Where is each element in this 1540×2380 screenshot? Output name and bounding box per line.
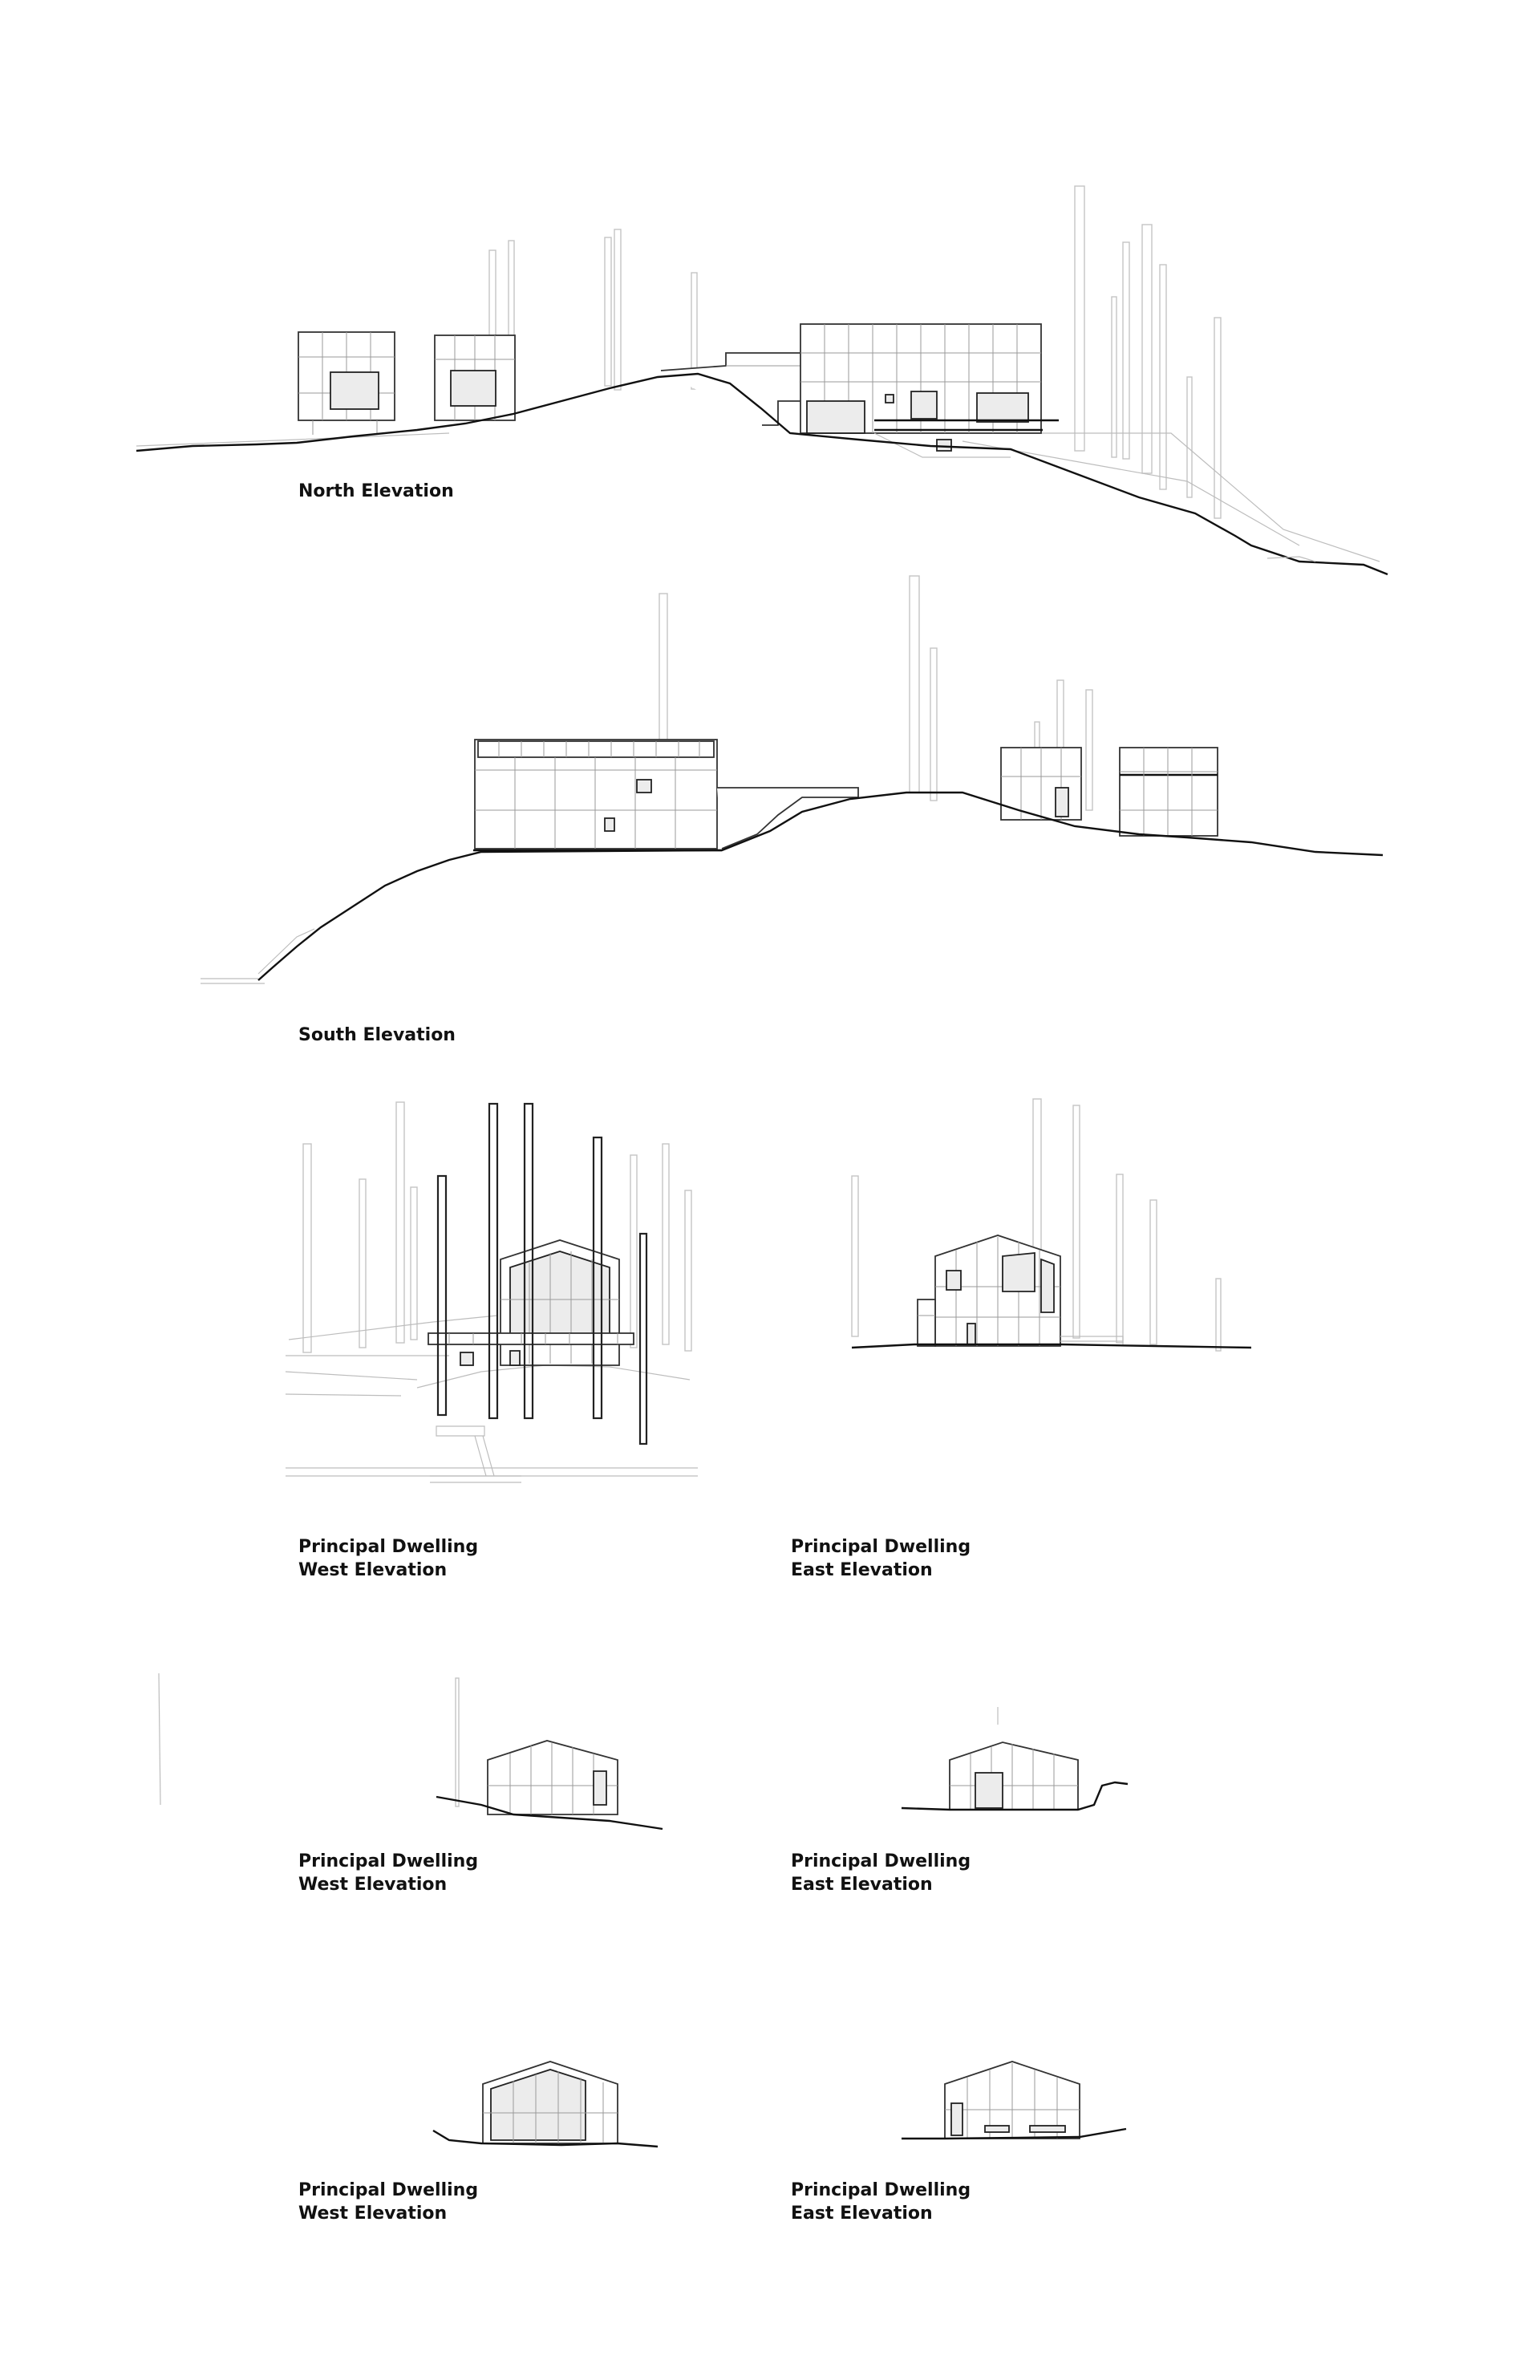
pd1-west-deck	[428, 1332, 634, 1345]
north-ground-line	[136, 372, 1388, 576]
pd3-east-ground-line	[902, 2127, 1127, 2140]
pd3-west-ground-line	[432, 2129, 659, 2148]
pd2-east-elevation-drawing	[901, 1707, 1129, 1811]
pd2-east-ground-line	[901, 1781, 1129, 1811]
pd3-west-house	[482, 2061, 618, 2144]
pd2-west-elevation-drawing	[158, 1672, 663, 1831]
south-ground-line	[257, 791, 1384, 981]
south-connector-wing	[717, 787, 859, 849]
pd2-east-house	[949, 1741, 1079, 1810]
north-elevation-drawing	[136, 185, 1388, 576]
pd1-west-background-poles	[302, 1101, 692, 1353]
pd1-east-label: Principal Dwelling East Elevation	[791, 1537, 971, 1580]
north-tree-poles	[488, 185, 1222, 519]
pd3-west-elevation-drawing	[432, 2061, 659, 2148]
pd3-east-elevation-drawing	[902, 2061, 1127, 2140]
pd2-east-label: Principal Dwelling East Elevation	[791, 1851, 971, 1895]
south-cabin-2	[1119, 747, 1218, 837]
pd1-west-foreground-poles	[436, 1102, 648, 1445]
north-cabin-2	[434, 334, 516, 421]
pd1-east-house	[934, 1235, 1061, 1347]
south-cabin-1	[1000, 747, 1082, 821]
pd2-west-house	[487, 1740, 618, 1815]
north-elevation-label: North Elevation	[298, 481, 454, 501]
south-main-house	[473, 739, 722, 852]
pd1-east-elevation-drawing	[851, 1098, 1252, 1352]
pd1-west-label: Principal Dwelling West Elevation	[298, 1537, 479, 1580]
north-main-house	[800, 323, 1042, 434]
south-elevation-label: South Elevation	[298, 1025, 456, 1045]
pd2-west-label: Principal Dwelling West Elevation	[298, 1851, 479, 1895]
north-connector-wing	[660, 352, 803, 426]
pd3-west-label: Principal Dwelling West Elevation	[298, 2180, 479, 2224]
pd3-east-house	[944, 2061, 1080, 2139]
pd2-west-ground-line	[436, 1795, 663, 1831]
pd3-east-label: Principal Dwelling East Elevation	[791, 2180, 971, 2224]
pd1-east-ground-line	[851, 1343, 1252, 1349]
pd1-east-background-poles	[851, 1098, 1222, 1352]
north-cabin-1	[298, 331, 395, 435]
south-elevation-drawing	[201, 575, 1384, 984]
pd1-west-elevation-drawing	[285, 1101, 698, 1483]
